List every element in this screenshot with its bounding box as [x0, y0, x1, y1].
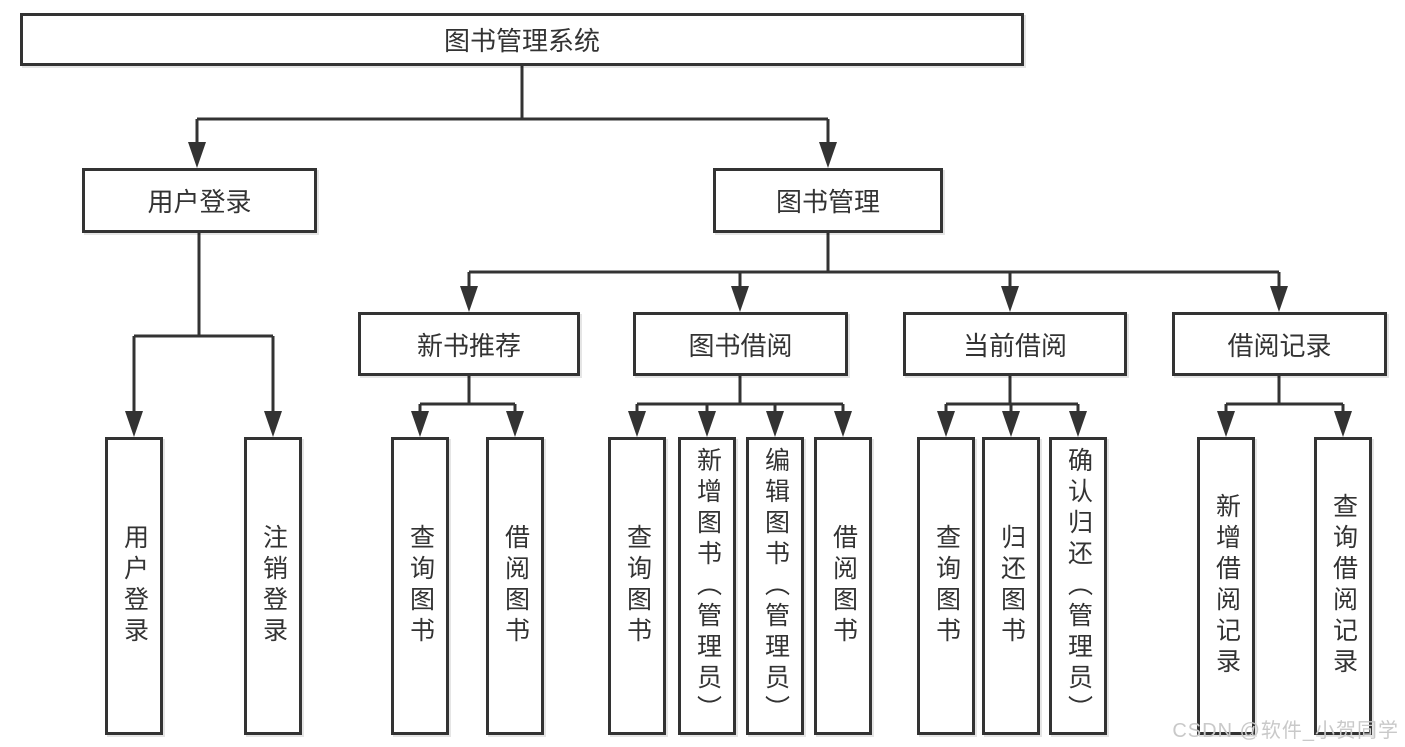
arrowhead-icons [125, 142, 1352, 437]
node-user-login-branch: 用户登录 [82, 168, 317, 233]
leaf-confirm-return-admin: 确认归还（管理员） [1049, 437, 1107, 735]
leaf-user-login-label: 用户登录 [120, 524, 149, 648]
leaf-query-borrow-record-label: 查询借阅记录 [1329, 493, 1358, 679]
leaf-query-books-borrow-label: 查询图书 [623, 524, 652, 648]
watermark-text: CSDN @软件_小贺同学 [1172, 720, 1399, 742]
node-new-book-recommend: 新书推荐 [358, 312, 580, 376]
leaf-borrow-books-label: 借阅图书 [829, 524, 858, 648]
node-book-management: 图书管理 [713, 168, 943, 233]
leaf-add-book-admin-label: 新增图书（管理员） [693, 446, 722, 726]
node-new-book-recommend-label: 新书推荐 [416, 330, 521, 361]
leaf-return-book-label: 归还图书 [997, 524, 1026, 648]
node-borrow-records-label: 借阅记录 [1227, 330, 1332, 361]
leaf-query-books-current: 查询图书 [917, 437, 975, 735]
leaf-query-books-current-label: 查询图书 [932, 524, 961, 648]
leaf-user-login: 用户登录 [105, 437, 163, 735]
node-book-borrow: 图书借阅 [633, 312, 848, 376]
leaf-query-books-recommend-label: 查询图书 [406, 524, 435, 648]
leaf-query-books-recommend: 查询图书 [391, 437, 449, 735]
leaf-logout: 注销登录 [244, 437, 302, 735]
leaf-confirm-return-admin-label: 确认归还（管理员） [1064, 446, 1093, 726]
leaf-borrow-books: 借阅图书 [814, 437, 872, 735]
leaf-query-borrow-record: 查询借阅记录 [1314, 437, 1372, 735]
node-current-borrow: 当前借阅 [903, 312, 1127, 376]
node-root: 图书管理系统 [20, 13, 1024, 66]
leaf-add-book-admin: 新增图书（管理员） [678, 437, 736, 735]
leaf-edit-book-admin: 编辑图书（管理员） [746, 437, 804, 735]
leaf-logout-label: 注销登录 [259, 524, 288, 648]
leaf-return-book: 归还图书 [982, 437, 1040, 735]
leaf-borrow-books-recommend-label: 借阅图书 [501, 524, 530, 648]
node-current-borrow-label: 当前借阅 [962, 330, 1067, 361]
leaf-add-borrow-record: 新增借阅记录 [1197, 437, 1255, 735]
leaf-borrow-books-recommend: 借阅图书 [486, 437, 544, 735]
node-root-label: 图书管理系统 [443, 26, 600, 56]
node-user-login-branch-label: 用户登录 [147, 187, 252, 217]
node-borrow-records: 借阅记录 [1172, 312, 1387, 376]
leaf-query-books-borrow: 查询图书 [608, 437, 666, 735]
leaf-add-borrow-record-label: 新增借阅记录 [1212, 493, 1241, 679]
node-book-management-label: 图书管理 [775, 187, 880, 217]
node-book-borrow-label: 图书借阅 [688, 330, 793, 361]
leaf-edit-book-admin-label: 编辑图书（管理员） [761, 446, 790, 726]
